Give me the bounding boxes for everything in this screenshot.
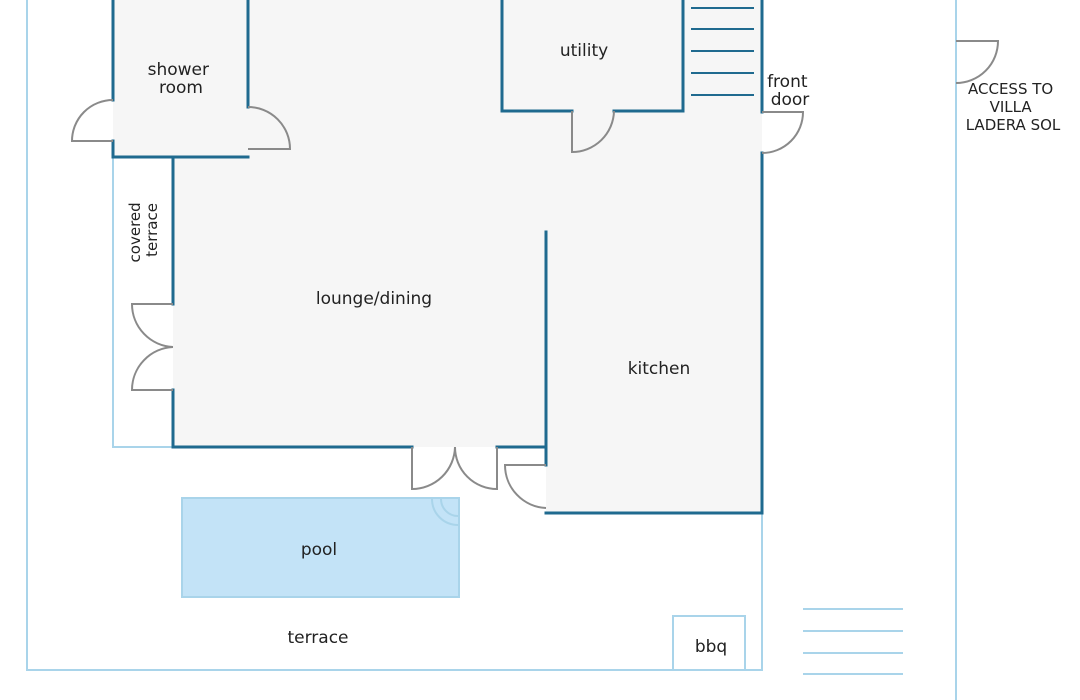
house-interior: [113, 0, 762, 513]
door-lounge-south: [411, 446, 498, 491]
label-pool: pool: [301, 540, 337, 560]
door-shower-east: [247, 106, 292, 150]
label-bbq: bbq: [695, 637, 727, 657]
terrace-stairs: [803, 608, 903, 675]
label-covered-terrace: covered terrace: [126, 198, 161, 263]
bbq-box: [672, 615, 746, 671]
door-access: [955, 40, 1000, 84]
pool-steps-icon: [431, 498, 459, 526]
plot-boundary: [26, 0, 763, 671]
door-shower-west: [70, 99, 114, 142]
label-kitchen: kitchen: [628, 359, 691, 379]
label-access-villa: ACCESS TO VILLA LADERA SOL: [966, 80, 1061, 134]
doors: [70, 40, 1000, 509]
svg-text:covered terrace: covered terrace: [126, 198, 161, 263]
door-kitchen: [503, 464, 547, 509]
covered-terrace-outline: [112, 157, 173, 448]
walls: [111, 0, 764, 515]
label-shower-room: shower room: [148, 60, 215, 98]
door-front: [761, 111, 805, 154]
front-stairs: [691, 7, 754, 96]
label-terrace: terrace: [287, 628, 348, 648]
label-front-door: front door: [767, 72, 813, 110]
door-covered-terrace: [130, 303, 174, 391]
door-utility: [571, 110, 615, 154]
label-lounge-dining: lounge/dining: [316, 289, 432, 309]
pool: [181, 497, 460, 598]
label-utility: utility: [560, 41, 608, 61]
